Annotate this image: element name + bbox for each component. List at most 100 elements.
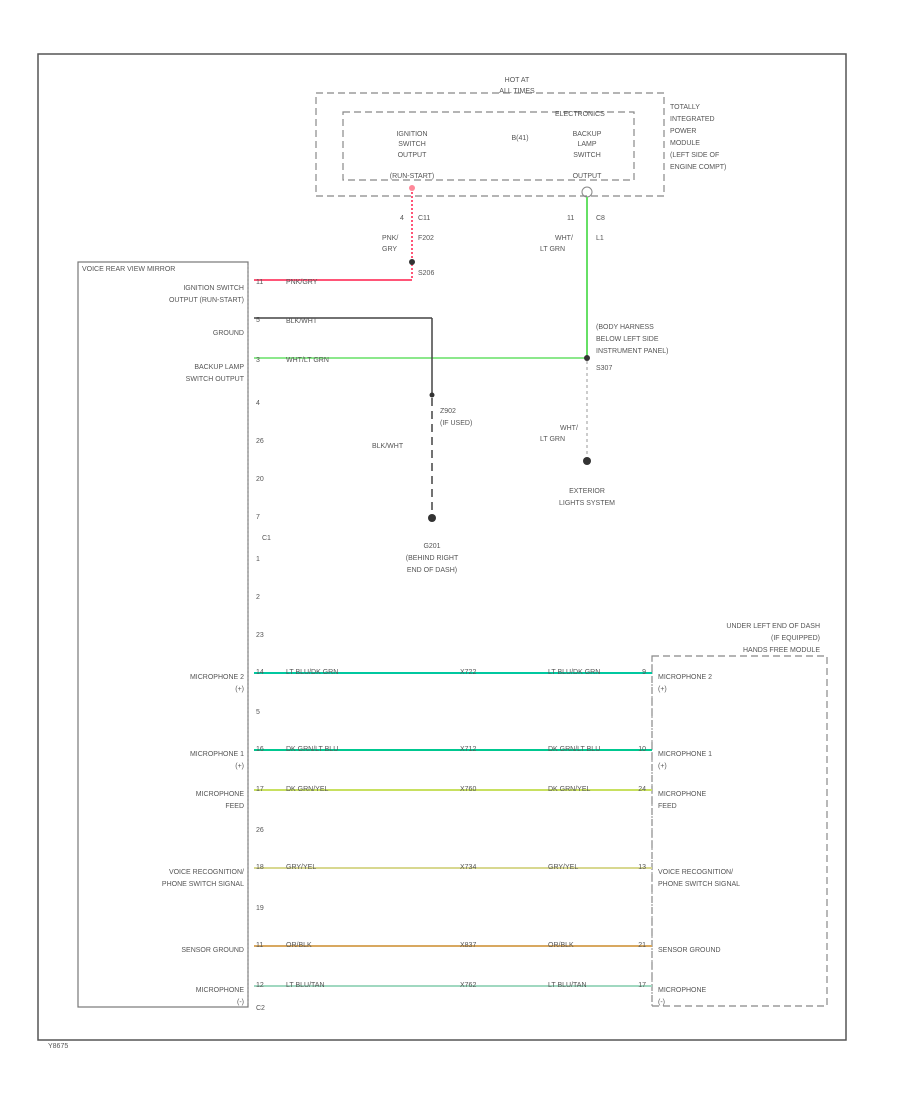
signal-label-right: MICROPHONE 1 <box>658 751 712 758</box>
hands-free-outline <box>651 655 828 1007</box>
signal-pin-left: 17 <box>256 786 264 793</box>
splice-s307 <box>584 355 590 361</box>
module-name-l6: ENGINE COMPT) <box>670 164 726 171</box>
signal-label-right: (-) <box>658 999 665 1006</box>
electronics-outline <box>342 111 635 181</box>
hot-at-line-2: ALL TIMES <box>499 88 535 95</box>
body-harness-s307: S307 <box>596 365 612 372</box>
signal-label-right: MICROPHONE 2 <box>658 674 712 681</box>
signal-label-right: VOICE RECOGNITION/ <box>658 869 733 876</box>
signal-label-right: PHONE SWITCH SIGNAL <box>658 881 740 888</box>
mirror-pin-backup-num: 3 <box>256 357 260 364</box>
ground-note: (IF USED) <box>440 420 472 427</box>
signal-label-left: MICROPHONE 2 <box>190 674 244 681</box>
mirror-empty-pin: 7 <box>256 514 260 521</box>
signal-pin-right: 13 <box>638 864 646 871</box>
signal-wire-color: OR/BLK <box>286 942 312 949</box>
mirror-pin-ground-num: 5 <box>256 317 260 324</box>
backup-color-1: WHT/ <box>555 235 573 242</box>
signal-pin-left: 11 <box>256 942 263 949</box>
hands-free-loc-1: UNDER LEFT END OF DASH <box>726 623 820 630</box>
module-name-l2: INTEGRATED <box>670 116 715 123</box>
mirror-empty-pin: 2 <box>256 594 260 601</box>
signal-circuit: X722 <box>460 669 476 676</box>
signal-wire-color: LT BLU/TAN <box>286 982 325 989</box>
backup-pin: 11 <box>567 215 574 222</box>
body-harness-l1: (BODY HARNESS <box>596 324 654 331</box>
signal-label-left: FEED <box>225 803 244 810</box>
module-name-l5: (LEFT SIDE OF <box>670 152 719 159</box>
ground-terminal-g201 <box>428 514 436 522</box>
backup-output-l1: BACKUP <box>573 131 602 138</box>
connector-b41: B(41) <box>511 135 528 142</box>
mirror-pin-ign-num: 11 <box>256 279 263 286</box>
signal-circuit: X762 <box>460 982 476 989</box>
ign-output-l3: OUTPUT <box>398 152 428 159</box>
mirror-pin-backup-wire: WHT/LT GRN <box>286 357 329 364</box>
backup-color-2: LT GRN <box>540 246 565 253</box>
ign-conn: C11 <box>418 215 430 222</box>
backup-output-l3: SWITCH <box>573 152 601 159</box>
signal-label-left: VOICE RECOGNITION/ <box>169 869 244 876</box>
ign-output-l4: (RUN-START) <box>390 173 434 180</box>
hands-free-loc-3: HANDS FREE MODULE <box>743 647 820 654</box>
ign-pin: 4 <box>400 215 404 222</box>
signal-circuit: X837 <box>460 942 476 949</box>
ign-color-1: PNK/ <box>382 235 398 242</box>
signal-wire-color: LT BLU/DK GRN <box>286 669 338 676</box>
mirror-empty-pin: 26 <box>256 438 264 445</box>
mirror-pin-ign-label-2: OUTPUT (RUN-START) <box>169 297 244 304</box>
exterior-lights-terminal <box>583 457 591 465</box>
mirror-empty-pin: 5 <box>256 709 260 716</box>
ground-label-l2: (BEHIND RIGHT <box>406 555 459 562</box>
mirror-pin-ground-wire: BLK/WHT <box>286 318 318 325</box>
module-name-l1: TOTALLY <box>670 104 700 111</box>
mirror-pin-backup-label-2: SWITCH OUTPUT <box>186 376 245 383</box>
signal-pin-right: 9 <box>642 669 646 676</box>
power-module-outline <box>315 92 665 197</box>
signal-wire-color: DK GRN/LT BLU <box>286 746 338 753</box>
mirror-pin-backup-label-1: BACKUP LAMP <box>194 364 244 371</box>
hot-at-line-1: HOT AT <box>505 77 530 84</box>
exterior-wire-color-2: LT GRN <box>540 436 565 443</box>
signal-wire-color-right: OR/BLK <box>548 942 574 949</box>
signal-wire-color-right: LT BLU/DK GRN <box>548 669 600 676</box>
signal-wire-color: GRY/YEL <box>286 864 316 871</box>
ground-label-l3: END OF DASH) <box>407 567 457 574</box>
power-module: HOT AT ALL TIMES ELECTRONICS B(41) IGNIT… <box>315 77 726 198</box>
signal-wire-color-right: DK GRN/YEL <box>548 786 591 793</box>
ground-wire-color: BLK/WHT <box>372 443 404 450</box>
ground-junction <box>429 392 435 398</box>
signal-label-left: (+) <box>235 763 244 770</box>
signal-pin-right: 17 <box>638 982 646 989</box>
signal-label-right: SENSOR GROUND <box>658 947 721 954</box>
backup-circuit: L1 <box>596 235 604 242</box>
mirror-pin-ground-label: GROUND <box>213 330 244 337</box>
module-name-l3: POWER <box>670 128 696 135</box>
mirror-empty-pin: 19 <box>256 905 264 912</box>
splice-s206-label: S206 <box>418 270 434 277</box>
backup-output-l4: OUTPUT <box>573 173 603 180</box>
signal-wire-color: DK GRN/YEL <box>286 786 329 793</box>
hands-free-loc-2: (IF EQUIPPED) <box>771 635 820 642</box>
signal-label-left: (-) <box>237 999 244 1006</box>
signal-label-right: MICROPHONE <box>658 987 707 994</box>
signal-label-left: SENSOR GROUND <box>181 947 244 954</box>
ign-circuit: F202 <box>418 235 434 242</box>
ground-wire: Z902 (IF USED) BLK/WHT G201 (BEHIND RIGH… <box>254 317 472 574</box>
exterior-wire-color-1: WHT/ <box>560 425 578 432</box>
diagram-frame <box>37 53 847 1041</box>
mirror-empty-pin: 20 <box>256 476 264 483</box>
signal-label-left: MICROPHONE 1 <box>190 751 244 758</box>
mirror-empty-pin: 23 <box>256 632 264 639</box>
signal-wire-color-right: LT BLU/TAN <box>548 982 587 989</box>
signal-pin-right: 24 <box>638 786 646 793</box>
signal-pin-left: 14 <box>256 669 264 676</box>
mirror-outline <box>77 261 249 1008</box>
mirror-connector-c1: C1 <box>262 535 271 542</box>
signal-label-right: (+) <box>658 763 667 770</box>
signal-pin-left: 18 <box>256 864 264 871</box>
signal-label-left: MICROPHONE <box>196 791 245 798</box>
signal-pin-left: 12 <box>256 982 264 989</box>
signal-wire-color-right: GRY/YEL <box>548 864 578 871</box>
